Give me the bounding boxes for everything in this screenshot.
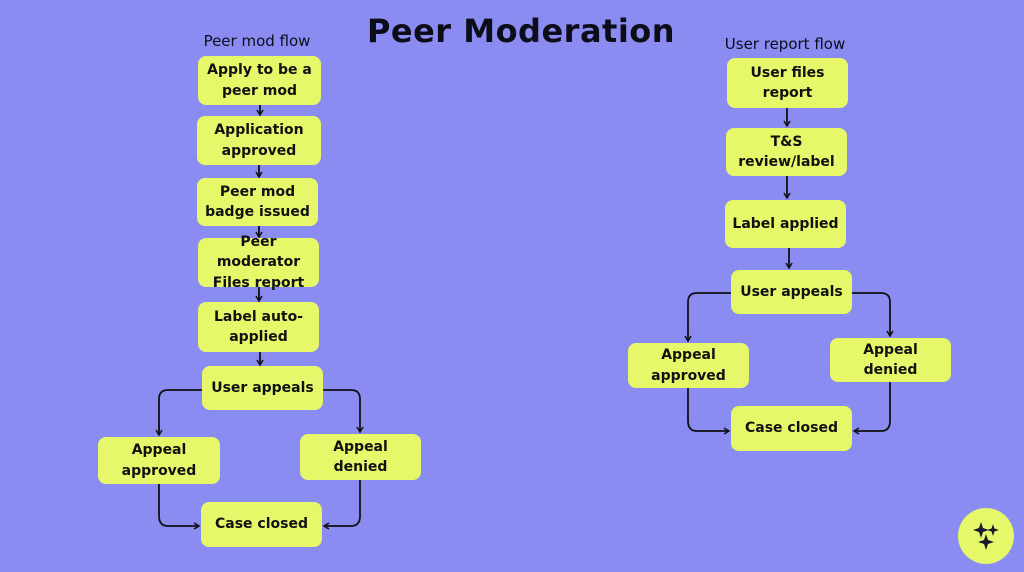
sparkles-icon: [958, 508, 1014, 564]
user-files-report-node: User files report: [727, 58, 848, 108]
page-title: Peer Moderation: [366, 12, 676, 50]
left-appeal-approved-node: Appeal approved: [98, 437, 220, 484]
peer-mod-flow-label: Peer mod flow: [203, 32, 311, 50]
badge-issued-node: Peer mod badge issued: [197, 178, 318, 226]
apply-peer-mod-node: Apply to be a peer mod: [198, 56, 321, 105]
right-case-closed-node: Case closed: [731, 406, 852, 451]
arrow-right-appeals-to-denied: [852, 292, 894, 338]
right-user-appeals-node: User appeals: [731, 270, 852, 314]
right-appeal-approved-node: Appeal approved: [628, 343, 749, 388]
arrow-right-approved-to-closed: [687, 388, 731, 435]
user-report-flow-label: User report flow: [724, 35, 846, 53]
arrow-left-appeals-to-denied: [323, 389, 364, 434]
application-approved-node: Application approved: [197, 116, 321, 165]
arrow-right-appeals-to-approved: [684, 292, 731, 343]
peer-moderator-files-report-node: Peer moderator Files report: [198, 234, 319, 291]
arrow-left-approved-to-closed: [158, 484, 201, 530]
arrow-right-denied-to-closed: [852, 382, 891, 435]
left-user-appeals-node: User appeals: [202, 366, 323, 410]
arrow-left-appeals-to-approved: [155, 389, 202, 437]
label-auto-applied-node: Label auto-applied: [198, 302, 319, 352]
ts-review-label-node: T&S review/label: [726, 128, 847, 176]
left-case-closed-node: Case closed: [201, 502, 322, 547]
arrow-left-denied-to-closed: [322, 480, 361, 530]
left-appeal-denied-node: Appeal denied: [300, 434, 421, 480]
right-appeal-denied-node: Appeal denied: [830, 338, 951, 382]
label-applied-node: Label applied: [725, 200, 846, 248]
